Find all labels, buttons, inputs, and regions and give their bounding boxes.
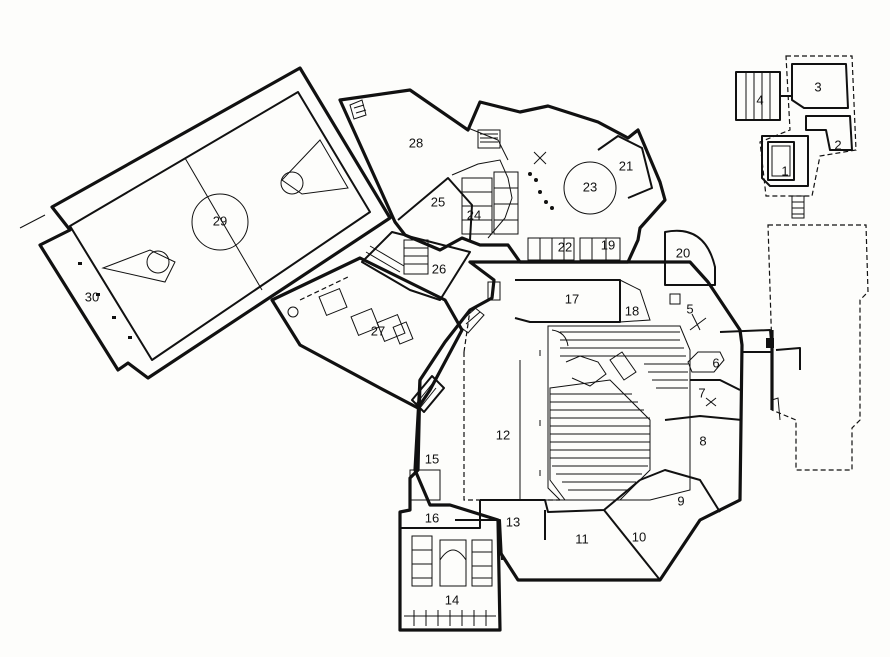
right-annex [766, 224, 869, 471]
auditorium-seating [550, 331, 688, 491]
room-label-30: 30 [85, 289, 99, 304]
lower-left-wing [398, 375, 503, 632]
room-label-10: 10 [632, 529, 646, 544]
room-label-12: 12 [496, 427, 510, 442]
room-label-9: 9 [677, 493, 684, 508]
room-27-area [270, 256, 485, 410]
room-label-2: 2 [834, 137, 841, 152]
room-label-23: 23 [583, 179, 597, 194]
room-label-4: 4 [756, 92, 763, 107]
room-label-3: 3 [814, 79, 821, 94]
room-label-5: 5 [686, 301, 693, 316]
room-label-28: 28 [409, 135, 423, 150]
detached-building [735, 55, 857, 219]
room-label-7: 7 [698, 385, 705, 400]
room-label-15: 15 [425, 451, 439, 466]
room-label-25: 25 [431, 194, 445, 209]
room-label-29: 29 [213, 213, 227, 228]
room-label-8: 8 [699, 433, 706, 448]
room-label-20: 20 [676, 245, 690, 260]
room-label-27: 27 [371, 323, 385, 338]
room-label-6: 6 [712, 355, 719, 370]
room-label-18: 18 [625, 303, 639, 318]
room-label-19: 19 [601, 237, 615, 252]
upper-wing [338, 88, 667, 301]
room-label-26: 26 [432, 261, 446, 276]
room-label-13: 13 [506, 514, 520, 529]
room-label-21: 21 [619, 158, 633, 173]
room-label-24: 24 [467, 207, 481, 222]
room-label-14: 14 [445, 592, 459, 607]
gymnasium [19, 66, 392, 380]
room-label-22: 22 [558, 239, 572, 254]
room-label-11: 11 [575, 531, 589, 546]
room-label-17: 17 [565, 291, 579, 306]
room-label-1: 1 [781, 163, 788, 178]
room-labels: 1 2 3 4 5 6 7 8 9 10 11 12 13 14 15 16 1… [85, 79, 842, 607]
room-label-16: 16 [425, 510, 439, 525]
